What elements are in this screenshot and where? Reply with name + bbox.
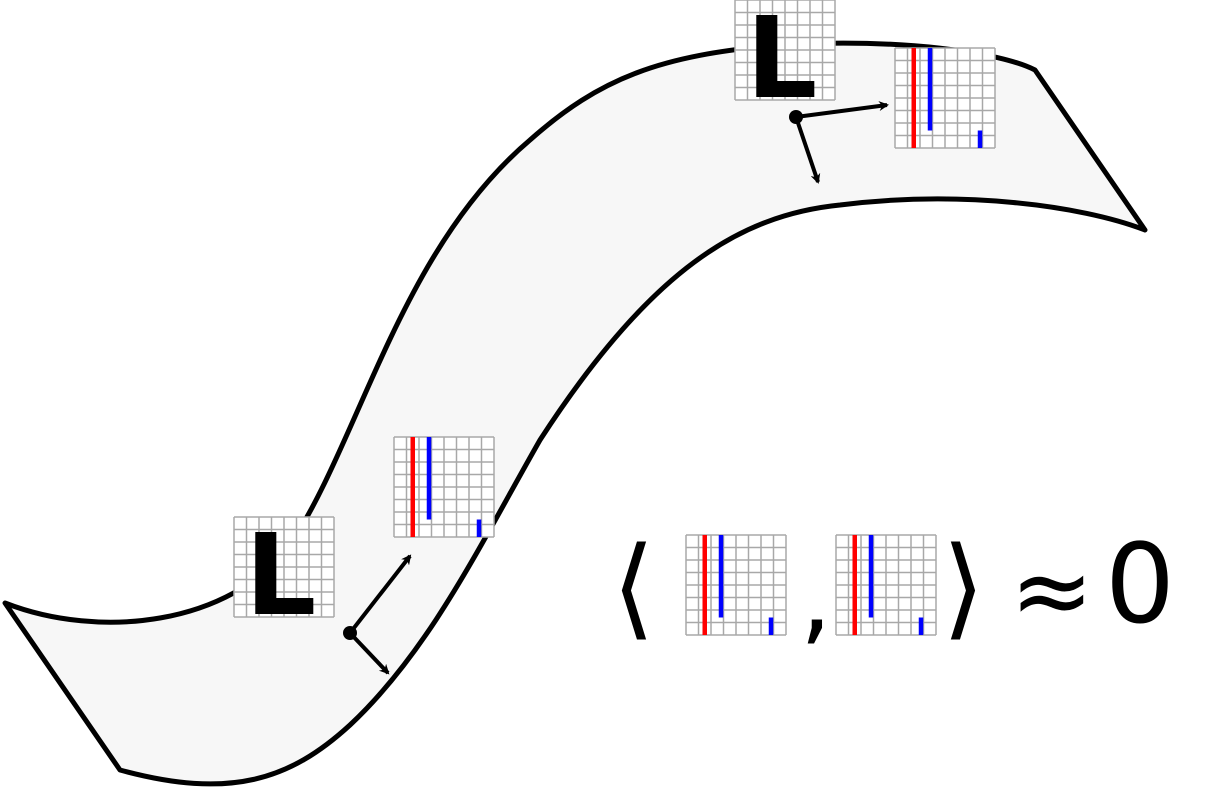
letter-L-lower: L <box>245 511 316 641</box>
close-angle-bracket: ⟩ <box>942 523 985 651</box>
tangent-vectors-lower <box>343 554 412 675</box>
tangent-vectors-upper <box>789 101 889 184</box>
approx-symbol: ≈ <box>1010 532 1094 649</box>
image-patch-L-upper <box>734 0 836 101</box>
inner-product-equation: ⟨ , ⟩ ≈ 0 <box>612 520 1175 656</box>
tangent-patch-lower <box>393 436 495 538</box>
manifold-surface <box>2 40 1148 787</box>
equation-zero: 0 <box>1105 520 1175 648</box>
open-angle-bracket: ⟨ <box>612 523 655 651</box>
equation-patch-left <box>685 534 787 636</box>
image-patch-L-lower <box>233 516 335 618</box>
equation-patch-right <box>835 534 937 636</box>
tangent-patch-upper <box>894 47 996 149</box>
equation-comma: , <box>800 539 832 656</box>
letter-L-upper: L <box>746 0 817 124</box>
